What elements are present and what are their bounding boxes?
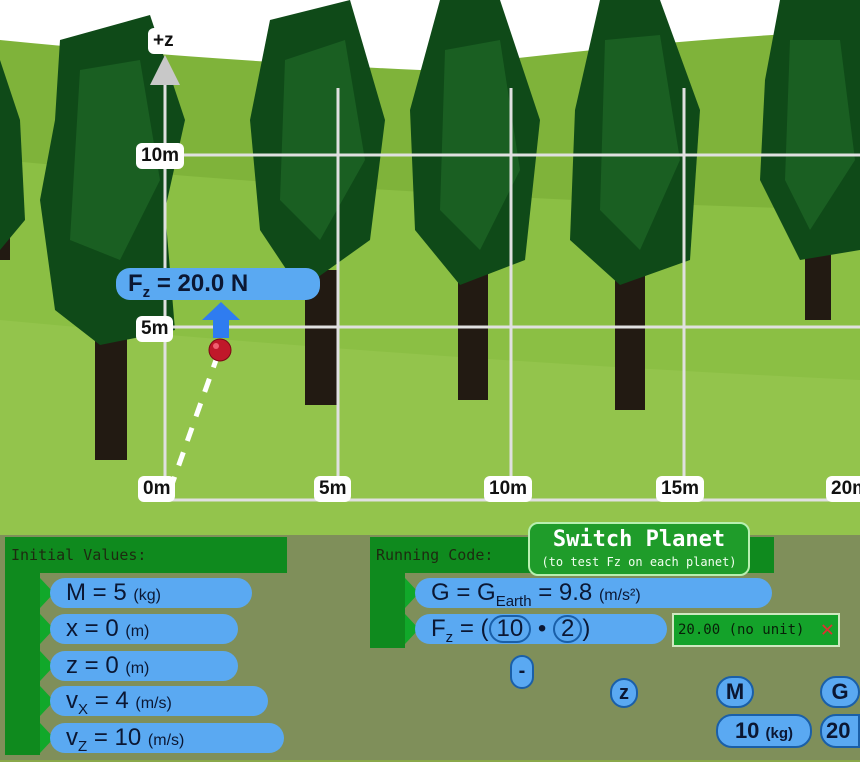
trajectory-line: [167, 359, 219, 491]
var-vx-block[interactable]: vX = 4 (m/s): [50, 686, 268, 718]
operand-a[interactable]: 10: [488, 615, 532, 643]
mass-value-block[interactable]: 10 (kg): [716, 714, 812, 748]
scene-background: [0, 0, 860, 535]
tree: [0, 60, 25, 260]
initial-values-rail: [5, 570, 40, 755]
var-vz-block[interactable]: vZ = 10 (m/s): [50, 723, 284, 755]
partial-value-block[interactable]: 20: [820, 714, 860, 748]
tree: [760, 0, 860, 320]
tree: [570, 0, 700, 410]
force-arrow: [202, 302, 240, 338]
x-tick-0m: 0m: [138, 476, 176, 502]
simulation-scene: +z 10m 5m 0m 5m 10m 15m 20m Fz = 20.0 N: [0, 0, 860, 535]
switch-planet-button[interactable]: Switch Planet (to test Fz on each planet…: [528, 522, 750, 576]
x-tick-5m: 5m: [314, 476, 352, 502]
g-variable-block[interactable]: G: [820, 676, 860, 708]
var-mass-block[interactable]: M = 5 (kg): [50, 578, 252, 608]
x-tick-20m: 20m: [826, 476, 860, 502]
initial-values-header: Initial Values:: [5, 537, 287, 573]
mass-variable-block[interactable]: M: [716, 676, 754, 708]
z-tick-10m: 10m: [136, 143, 185, 169]
result-readout: 20.00 (no unit)✕: [672, 613, 840, 647]
z-variable-block[interactable]: z: [610, 678, 638, 708]
tree: [40, 15, 185, 460]
minus-operator-block[interactable]: -: [510, 655, 534, 689]
tree: [250, 0, 385, 405]
force-readout: Fz = 20.0 N: [116, 268, 320, 301]
z-axis-arrow: [150, 55, 180, 85]
z-tick-5m: 5m: [136, 316, 174, 342]
error-x-icon: ✕: [820, 617, 834, 642]
ball[interactable]: [208, 338, 232, 362]
var-x-block[interactable]: x = 0 (m): [50, 614, 238, 644]
x-tick-15m: 15m: [656, 476, 705, 502]
running-code-rail: [370, 570, 405, 648]
var-z-block[interactable]: z = 0 (m): [50, 651, 238, 681]
operand-b[interactable]: 2: [552, 615, 583, 643]
gravity-block[interactable]: G = GEarth = 9.8 (m/s²): [415, 578, 772, 610]
z-axis-label: +z: [148, 28, 179, 54]
x-tick-10m: 10m: [484, 476, 533, 502]
tree: [410, 0, 540, 400]
force-block[interactable]: Fz = (10 • 2): [415, 614, 667, 646]
